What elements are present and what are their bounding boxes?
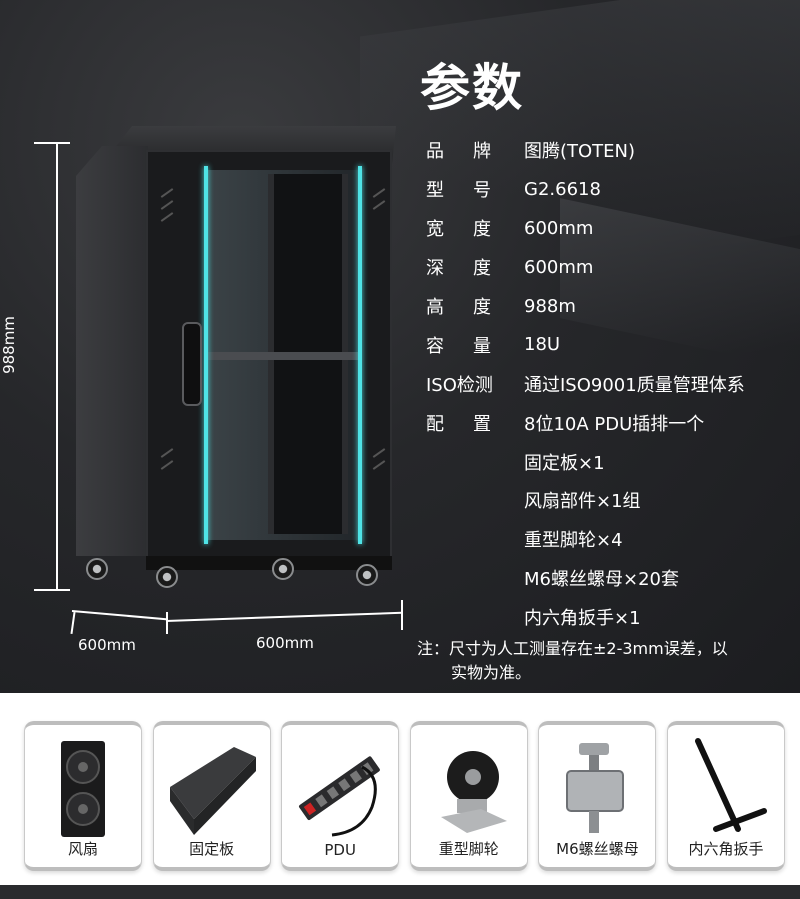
measurement-note: 注：尺寸为人工测量存在±2-3mm误差，以 实物为准。 xyxy=(417,637,787,685)
server-cabinet-image xyxy=(76,126,396,596)
spec-label: 深度 xyxy=(426,258,520,280)
caster-wheel-icon xyxy=(421,737,517,841)
spec-value: 固定板×1 xyxy=(524,452,605,474)
cage-nut-icon xyxy=(549,737,645,841)
cabinet-side-panel xyxy=(76,146,148,556)
cabinet-lock-handle xyxy=(182,322,202,406)
spec-value: 8位10A PDU插排一个 xyxy=(524,413,705,435)
spec-value: 600mm xyxy=(524,256,594,278)
specs-title: 参数 xyxy=(420,59,524,117)
width-dimension-line xyxy=(165,611,402,622)
accessories-strip: 风扇 固定板 PDU 重型脚轮 M6螺丝螺母 内六角扳手 xyxy=(0,693,800,899)
accessory-card: 固定板 xyxy=(152,721,271,871)
spec-row: ISO检测 通过ISO9001质量管理体系 xyxy=(426,364,786,403)
accessory-label: 重型脚轮 xyxy=(438,840,499,858)
hex-key-icon xyxy=(678,737,774,841)
spec-row: 风扇部件×1组 xyxy=(426,481,786,520)
vent-slot xyxy=(160,460,174,470)
width-dimension-label: 600mm xyxy=(256,634,314,652)
accessory-label: PDU xyxy=(324,841,356,859)
spec-value: 988m xyxy=(524,295,576,317)
caster-wheel xyxy=(356,564,378,586)
spec-label: 配置 xyxy=(426,413,520,435)
spec-row: 品牌图腾(TOTEN) xyxy=(426,131,786,170)
spec-row: 固定板×1 xyxy=(426,442,786,481)
vent-slot xyxy=(160,200,174,210)
vent-slot xyxy=(160,188,174,198)
depth-dimension-line xyxy=(71,610,168,621)
accessory-label: 内六角扳手 xyxy=(688,840,764,858)
cabinet-led-strip xyxy=(358,166,362,544)
spec-label: 型号 xyxy=(426,180,520,202)
depth-dimension-tick xyxy=(70,611,76,635)
vent-slot xyxy=(372,460,386,470)
spec-label: 宽度 xyxy=(426,219,520,241)
vent-slot xyxy=(372,188,386,198)
width-dimension-tick xyxy=(401,600,403,630)
spec-label: 品牌 xyxy=(426,141,520,163)
spec-value: 通过ISO9001质量管理体系 xyxy=(524,374,745,396)
hero-section: 988mm 600mm 600mm xyxy=(0,0,800,693)
accessory-label: M6螺丝螺母 xyxy=(556,840,639,858)
spec-row: M6螺丝螺母×20套 xyxy=(426,559,786,598)
spec-value: M6螺丝螺母×20套 xyxy=(524,569,679,591)
accessory-card: 风扇 xyxy=(24,721,142,871)
spec-value: G2.6618 xyxy=(524,178,601,200)
vent-slot xyxy=(372,448,386,458)
caster-wheel xyxy=(272,558,294,580)
spec-value: 重型脚轮×4 xyxy=(524,530,623,552)
spec-row: 重型脚轮×4 xyxy=(426,520,786,559)
cabinet-front-door xyxy=(146,150,392,558)
spec-value: 18U xyxy=(524,334,561,356)
height-dimension-tick xyxy=(34,589,70,591)
note-line: 实物为准。 xyxy=(451,663,532,682)
spec-row: 内六角扳手×1 xyxy=(426,598,786,637)
height-dimension-line xyxy=(56,142,58,590)
note-line: 注：尺寸为人工测量存在±2-3mm误差，以 xyxy=(417,639,728,658)
cabinet-shelf xyxy=(208,352,358,360)
cabinet-base xyxy=(146,556,392,570)
vent-slot xyxy=(372,200,386,210)
spec-value: 内六角扳手×1 xyxy=(524,608,641,630)
fan-unit-icon xyxy=(35,737,131,841)
spec-value: 图腾(TOTEN) xyxy=(524,141,636,163)
accessory-card: M6螺丝螺母 xyxy=(538,721,657,871)
vent-slot xyxy=(160,212,174,222)
accessory-card: 重型脚轮 xyxy=(409,721,528,871)
footer-bar xyxy=(0,885,800,899)
spec-value: 600mm xyxy=(524,217,594,239)
depth-dimension-label: 600mm xyxy=(78,636,136,654)
caster-wheel xyxy=(86,558,108,580)
accessory-label: 风扇 xyxy=(67,840,98,858)
accessory-label: 固定板 xyxy=(189,840,235,858)
vent-slot xyxy=(160,448,174,458)
spec-label: 高度 xyxy=(426,297,520,318)
cabinet-led-strip xyxy=(204,166,208,544)
caster-wheel xyxy=(156,566,178,588)
height-dimension-label: 988mm xyxy=(0,316,18,374)
spec-value: 风扇部件×1组 xyxy=(524,491,641,513)
spec-label: ISO检测 xyxy=(426,374,493,396)
height-dimension-tick xyxy=(34,142,70,144)
accessory-card: 内六角扳手 xyxy=(667,721,785,871)
pdu-strip-icon xyxy=(292,737,388,841)
depth-dimension-tick xyxy=(166,612,168,634)
spec-label: 容量 xyxy=(426,335,520,357)
fixed-shelf-icon xyxy=(164,737,260,841)
accessory-card: PDU xyxy=(281,721,400,871)
